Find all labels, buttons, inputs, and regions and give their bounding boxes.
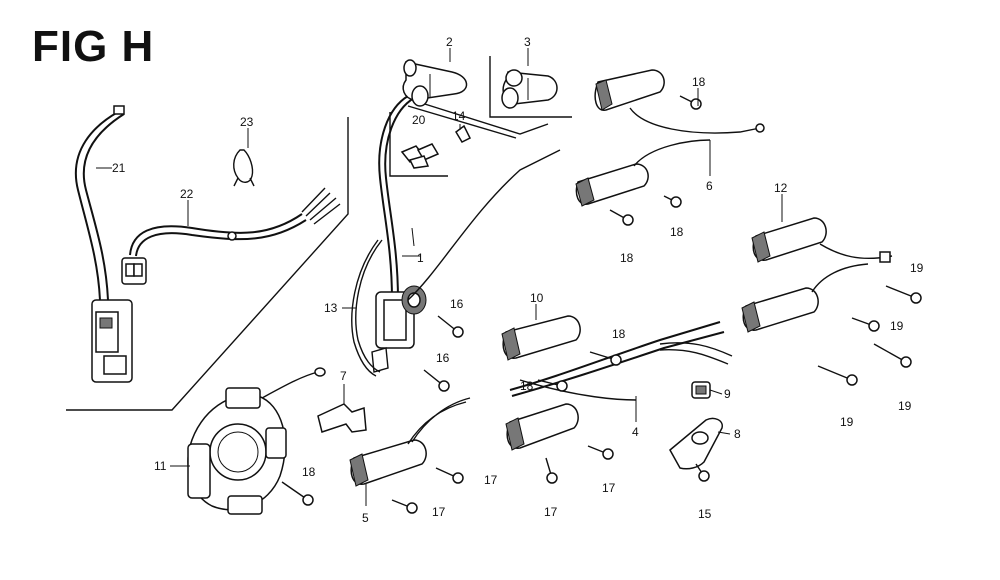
callout-label: 20 [412,113,426,127]
callout-label: 1 [417,251,424,265]
bracket-7 [317,403,367,433]
callout-label: 15 [698,507,712,521]
plate-8 [669,417,723,470]
callout-label: 2 [446,35,453,49]
bolt-head [556,380,568,392]
coil-lower-middle [505,403,579,451]
callout-label: 19 [890,319,904,333]
ignition-coil-1 [371,95,561,373]
callout-label: 19 [840,415,854,429]
wire-harness-21 [74,105,133,383]
exciter-coil-6 [575,69,765,207]
callout-label: 9 [724,387,731,401]
plug-cap-bracket-line [489,56,572,118]
callout-label: 16 [436,351,450,365]
spark-plug-cap-3 [501,69,558,109]
bolt-head [910,292,922,304]
bolt-head [690,98,702,110]
callout-label: 16 [450,297,464,311]
bolt-head [406,502,418,514]
callout-label: 18 [670,225,684,239]
bolt-head [602,448,614,460]
callout-label: 17 [544,505,558,519]
bolt-head [670,196,682,208]
callout-label: 19 [910,261,924,275]
bolt-head [846,374,858,386]
bolt-head [622,214,634,226]
clip-set-20 [400,143,440,169]
callout-labels: 1 2 3 4 5 6 7 8 9 10 11 12 13 14 15 16 1… [112,35,924,525]
bolt-shank [817,365,853,381]
callout-label: 10 [530,291,544,305]
callout-label: 18 [302,465,316,479]
callout-label: 11 [154,459,167,473]
bolt-head [900,356,912,368]
callout-label: 17 [602,481,616,495]
stator-11 [187,367,326,515]
bolts-group [281,95,922,514]
callout-label: 12 [774,181,788,195]
bolt-head [452,326,464,338]
callout-label: 4 [632,425,639,439]
spark-plug-cap-2 [402,59,468,107]
callout-label: 23 [240,115,254,129]
callout-label: 17 [484,473,498,487]
wire-13 [351,239,383,377]
callout-label: 7 [340,369,347,383]
bolt-head [698,470,710,482]
wire-assembly-22 [121,187,341,285]
figure-title: FIG H [32,22,155,71]
bolt-head [868,320,880,332]
grommet-9 [691,381,711,399]
callout-label: 17 [432,505,446,519]
bolt-head [302,494,314,506]
callout-label: 18 [520,379,534,393]
bolt-shank [873,343,907,363]
callout-label: 18 [612,327,626,341]
group-divider-line [66,117,349,411]
callout-label: 13 [324,301,338,315]
callout-label: 3 [524,35,531,49]
leader-lines [96,48,783,506]
callout-label: 14 [452,109,466,123]
bolt-head [438,380,450,392]
callout-label: 21 [112,161,126,175]
callout-label: 8 [734,427,741,441]
bolt-head [452,472,464,484]
callout-label: 6 [706,179,713,193]
callout-label: 5 [362,511,369,525]
bolt-head [610,354,622,366]
bolt-head [546,472,558,484]
wire-loom-4 [509,321,733,401]
callout-label: 22 [180,187,194,201]
callout-label: 18 [620,251,634,265]
clip-14 [455,124,472,143]
callout-label: 19 [898,399,912,413]
coil-5 [349,397,471,487]
coil-10 [501,315,581,361]
wire-clip-23 [233,149,255,187]
callout-label: 18 [692,75,706,89]
coil-assembly-12 [741,217,893,333]
